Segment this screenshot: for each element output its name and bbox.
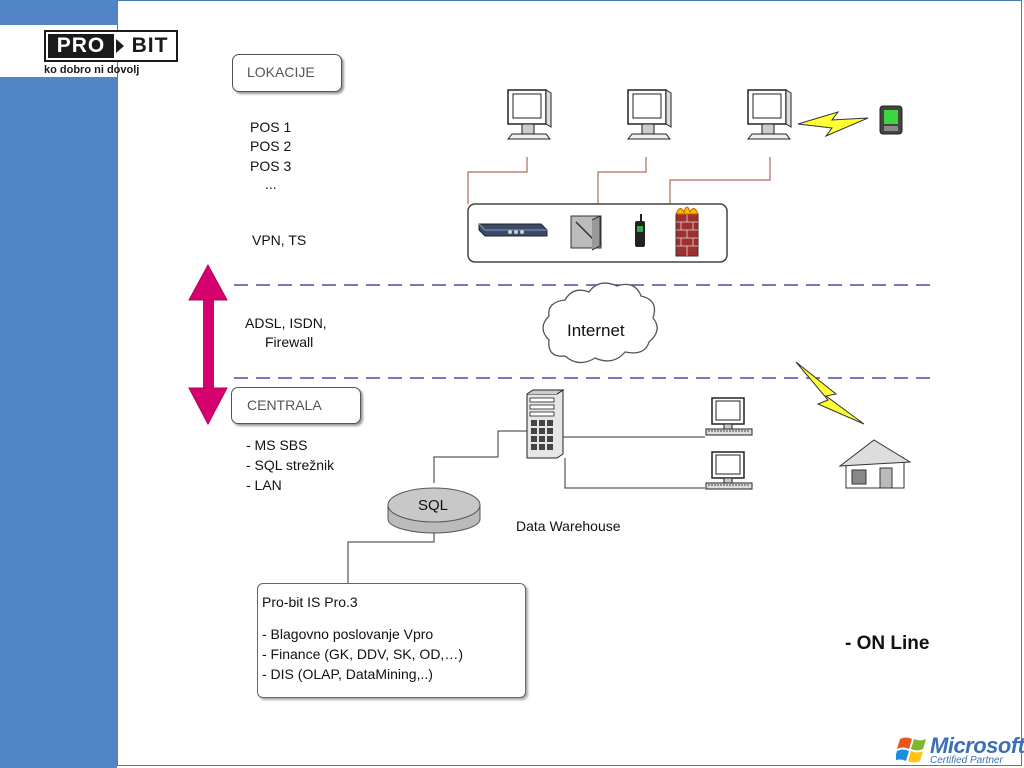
probit-system-box: Pro-bit IS Pro.3 - Blagovno poslovanje V… xyxy=(257,583,526,698)
sql-label: SQL xyxy=(418,497,449,514)
workstation-icon-1 xyxy=(705,397,753,436)
lokacije-label-box: LOKACIJE xyxy=(232,54,342,92)
slide-frame xyxy=(117,0,1022,766)
sql-database-icon xyxy=(387,487,481,534)
logo-slogan: ko dobro ni dovolj xyxy=(44,64,140,76)
firewall-icon xyxy=(675,206,699,257)
workstation-icon-2 xyxy=(705,451,753,490)
internet-label: Internet xyxy=(567,321,625,340)
logo-arrow-icon xyxy=(116,39,124,53)
wireless-bolt-icon xyxy=(797,111,869,138)
link-line-pc1 xyxy=(467,157,528,204)
link-line-pc2 xyxy=(597,157,647,204)
switch-icon xyxy=(570,215,602,251)
mobile-phone-icon xyxy=(635,214,645,247)
link-label-line2: Firewall xyxy=(265,334,314,350)
logo-bit-text: BIT xyxy=(131,34,169,57)
microsoft-flag-icon xyxy=(896,737,926,763)
pos-item-1: POS 1 xyxy=(250,119,292,135)
lan-line-server-to-pc2 xyxy=(564,458,705,489)
centrala-label-box: CENTRALA xyxy=(231,387,361,424)
monitor-icon-pos3 xyxy=(747,89,792,140)
monitor-icon-pos1 xyxy=(507,89,552,140)
probit-system-item-2: - Finance (GK, DDV, SK, OD,…) xyxy=(262,646,463,662)
microsoft-brand: Microsoft xyxy=(930,733,1024,758)
server-tower-icon xyxy=(526,389,565,459)
pos-item-2: POS 2 xyxy=(250,138,292,154)
router-icon xyxy=(478,223,548,237)
vpn-label: VPN, TS xyxy=(252,232,307,248)
probit-system-title: Pro-bit IS Pro.3 xyxy=(262,594,358,610)
link-label-line1: ADSL, ISDN, xyxy=(245,315,327,331)
data-warehouse-label: Data Warehouse xyxy=(516,518,621,534)
pos-item-3: POS 3 xyxy=(250,158,292,174)
probit-system-item-3: - DIS (OLAP, DataMining,..) xyxy=(262,666,433,682)
double-arrow-icon xyxy=(188,263,228,426)
internet-cloud-icon xyxy=(542,282,658,364)
pos-item-more: ... xyxy=(265,176,277,192)
left-sidebar xyxy=(0,0,117,768)
link-line-pc3 xyxy=(669,157,771,204)
wireless-bolt-house-icon xyxy=(795,361,865,425)
lokacije-title: LOKACIJE xyxy=(247,64,315,80)
probit-logo: PRO BIT xyxy=(44,30,178,62)
centrala-title: CENTRALA xyxy=(247,397,322,413)
certified-partner-label: Certified Partner xyxy=(930,755,1003,766)
centrala-item-2: - SQL strežnik xyxy=(246,457,335,473)
probit-system-item-1: - Blagovno poslovanje Vpro xyxy=(262,626,434,642)
lan-line-server-to-sql xyxy=(433,430,527,483)
pda-icon xyxy=(879,105,903,135)
logo-pro-text: PRO xyxy=(48,34,114,58)
monitor-icon-pos2 xyxy=(627,89,672,140)
online-label: - ON Line xyxy=(845,633,930,654)
home-office-icon xyxy=(838,439,912,489)
centrala-item-1: - MS SBS xyxy=(246,437,308,453)
centrala-item-3: - LAN xyxy=(246,477,282,493)
